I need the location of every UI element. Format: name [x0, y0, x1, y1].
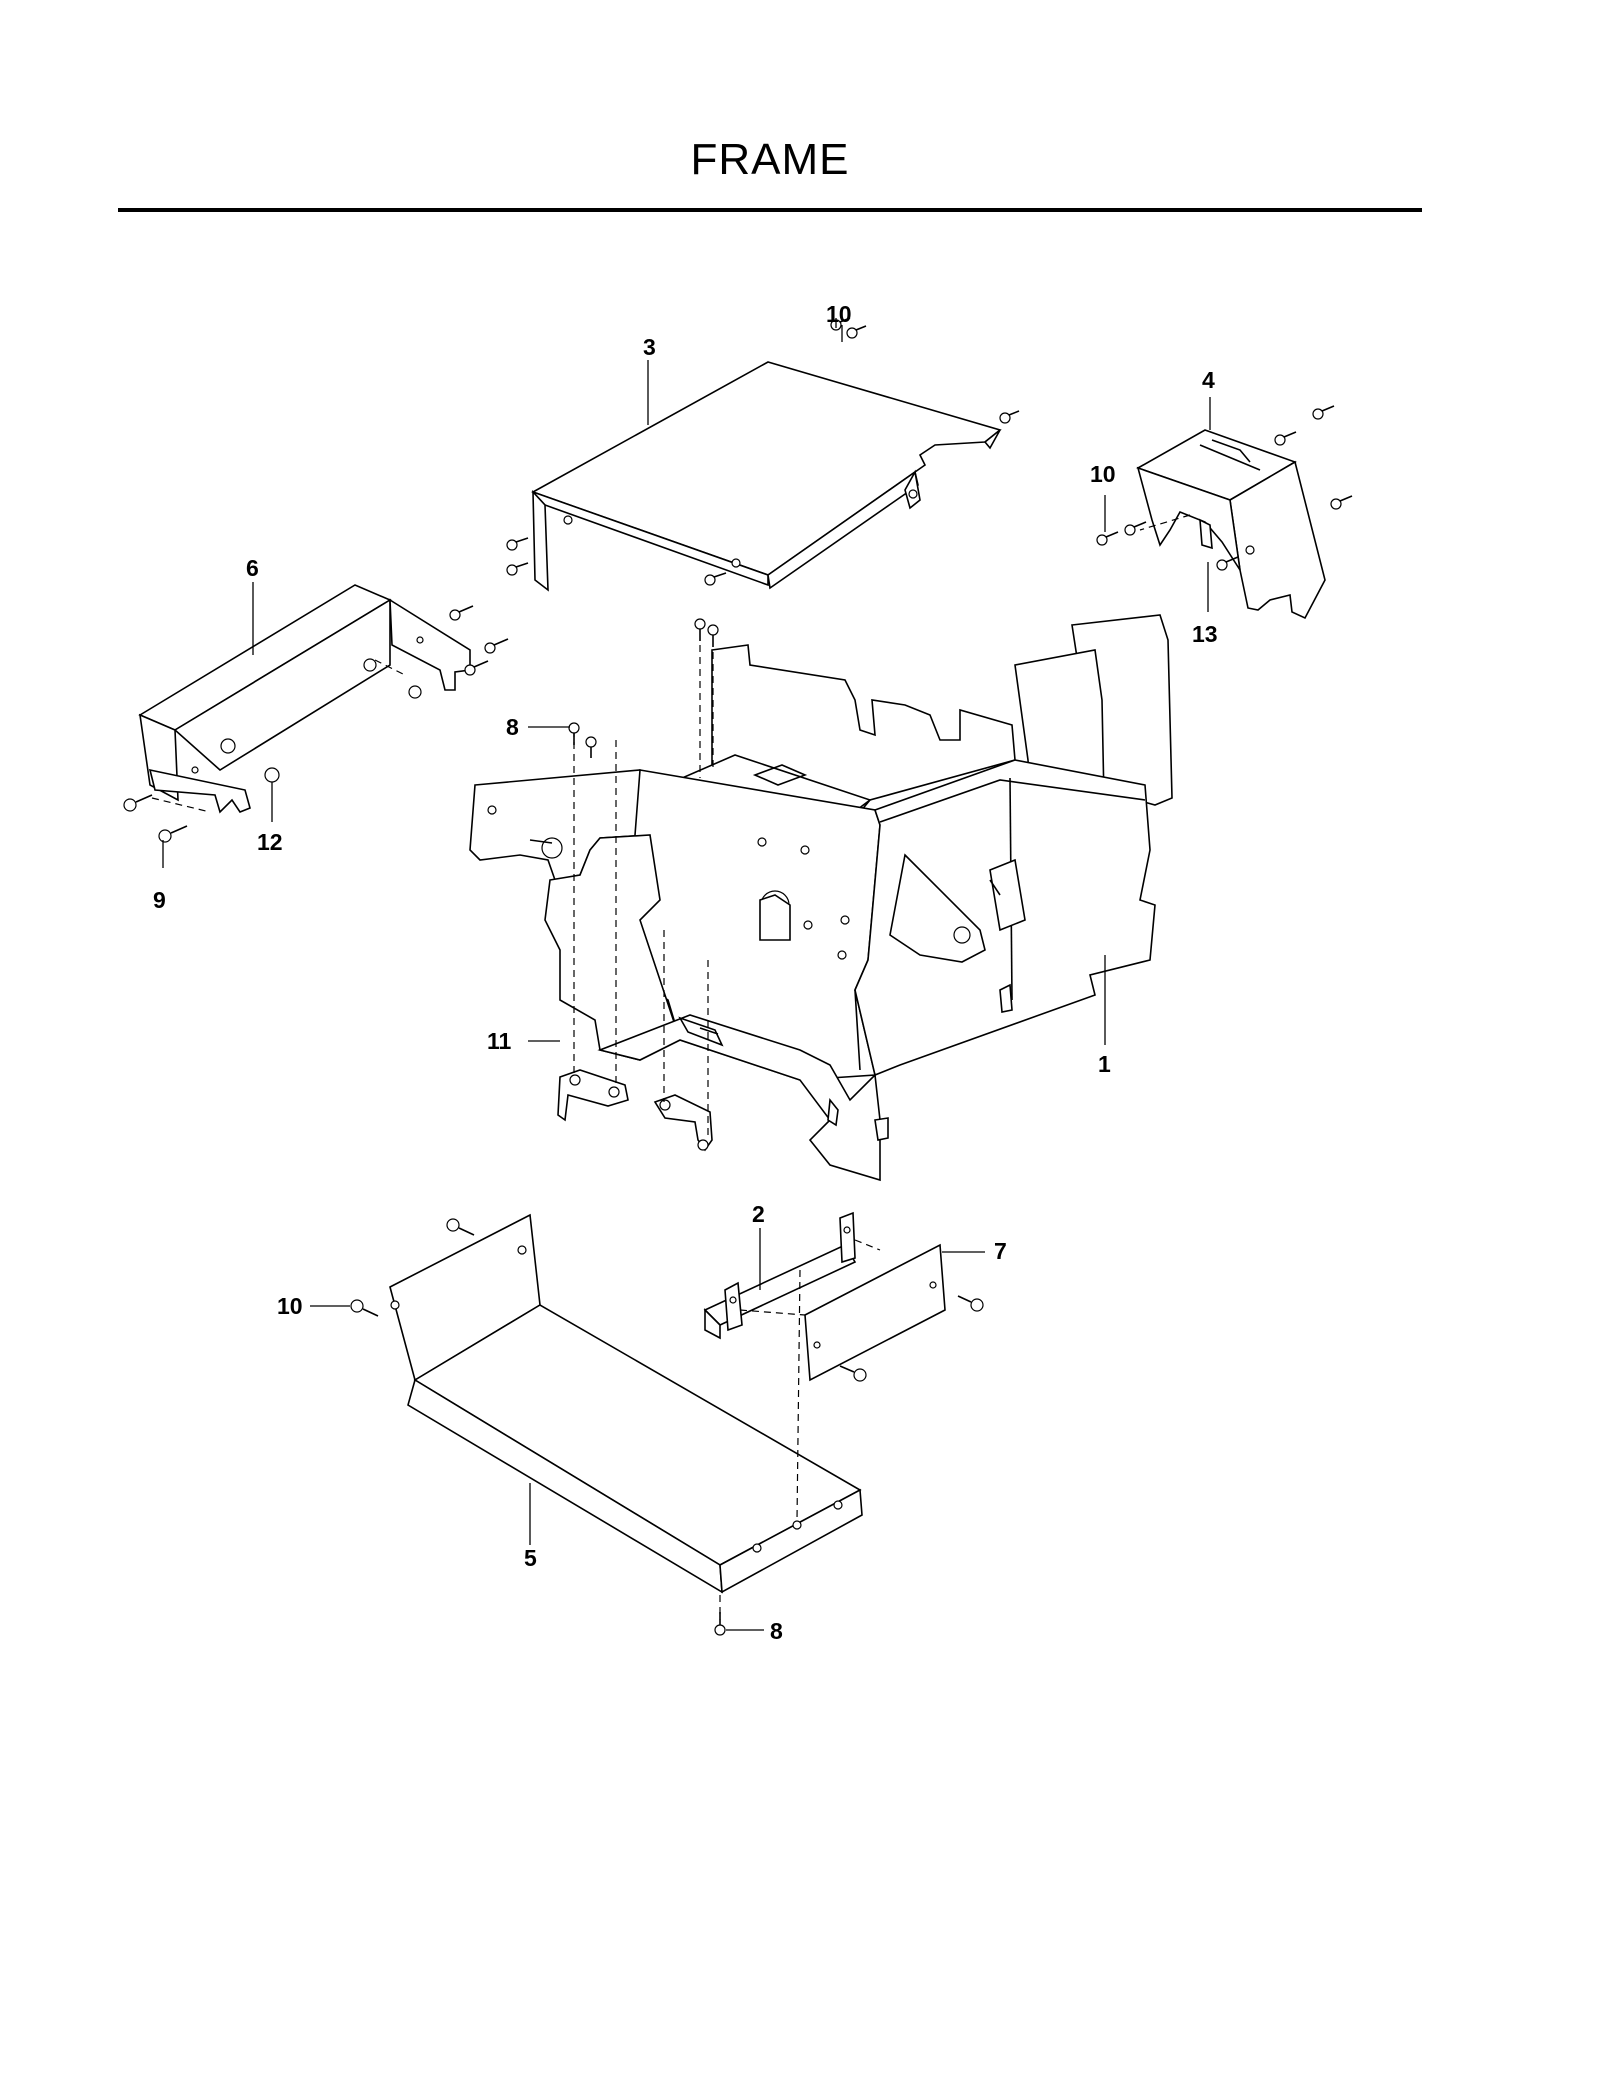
part-11-brackets — [557, 730, 713, 1152]
callout-10c: 10 — [277, 1293, 303, 1319]
part-5-bottom-tray — [310, 1213, 863, 1636]
callout-10b: 10 — [1090, 461, 1116, 487]
callout-12: 12 — [257, 829, 283, 855]
callout-11: 11 — [487, 1028, 512, 1054]
callout-1: 1 — [1098, 1051, 1111, 1077]
callout-8a: 8 — [506, 714, 519, 740]
bolt-icon — [839, 1295, 984, 1382]
bolt-icon — [123, 605, 509, 843]
callout-9: 9 — [153, 887, 166, 913]
part-6-weight-box — [123, 582, 509, 868]
bolt-icon — [506, 317, 1020, 586]
callout-10a: 10 — [826, 301, 852, 327]
title-rule — [118, 208, 1422, 212]
callout-13: 13 — [1192, 621, 1218, 647]
callout-6: 6 — [246, 555, 259, 581]
callout-2: 2 — [752, 1201, 765, 1227]
part-2-battery-bracket — [703, 1211, 881, 1521]
callout-4: 4 — [1202, 367, 1215, 393]
part-3-top-cover — [506, 317, 1020, 592]
callout-3: 3 — [643, 334, 656, 360]
callout-7: 7 — [994, 1238, 1007, 1264]
part-8-bolts-frame — [528, 618, 719, 778]
callout-8b: 8 — [770, 1618, 783, 1644]
part-1-main-frame — [469, 614, 1173, 1182]
page-title: FRAME — [690, 135, 850, 184]
bolt-icon — [350, 1218, 802, 1636]
callout-5: 5 — [524, 1545, 537, 1571]
part-4-right-cover — [1096, 397, 1353, 620]
bolt-icon — [1096, 405, 1353, 571]
part-7-plate — [804, 1243, 985, 1382]
bolt-icon — [568, 618, 719, 758]
